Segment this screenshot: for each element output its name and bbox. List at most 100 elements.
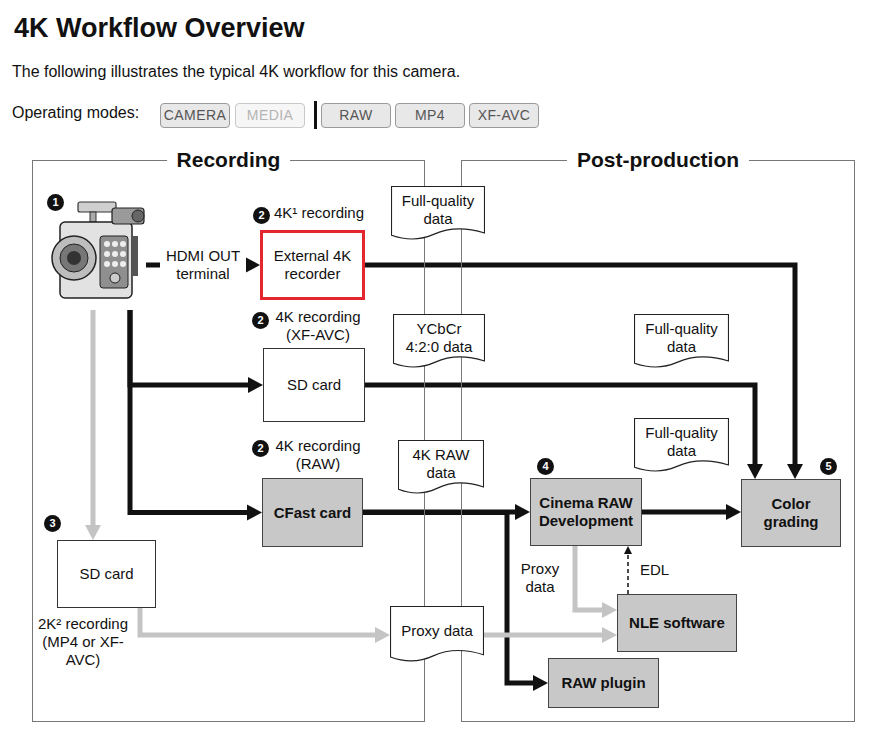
data-document: YCbCr 4:2:0 data xyxy=(393,314,485,370)
callout-number: 4 xyxy=(537,458,554,475)
connector-line xyxy=(365,265,795,466)
process-box: CFast card xyxy=(262,478,363,547)
connector-line xyxy=(91,310,96,527)
node-text: YCbCr 4:2:0 data xyxy=(399,320,479,356)
process-box: NLE software xyxy=(617,594,737,652)
connector-line xyxy=(575,546,604,610)
node-text: SD card xyxy=(287,376,341,394)
edge-label: HDMI OUT terminal xyxy=(160,247,246,283)
recording-label: 4K¹ recording xyxy=(274,204,364,222)
page-title: 4K Workflow Overview xyxy=(14,12,305,44)
recording-label: 4K recording (RAW) xyxy=(268,437,368,473)
arrow-head xyxy=(375,627,390,643)
document-shape xyxy=(634,418,728,471)
connector xyxy=(85,310,101,540)
node-text: SD card xyxy=(79,565,133,583)
callout-number: 1 xyxy=(47,194,64,211)
callout-number: 2 xyxy=(253,207,270,224)
node-text: Proxy data xyxy=(401,622,473,640)
node-text: MEDIA xyxy=(247,107,293,124)
media-box: SD card xyxy=(263,348,365,422)
connector xyxy=(624,546,632,594)
callout-number: 2 xyxy=(252,440,269,457)
connector-line xyxy=(627,552,629,594)
edge-label: Proxy data xyxy=(513,560,567,596)
node-text: RAW plugin xyxy=(561,674,645,692)
document-shape xyxy=(390,606,483,661)
mode-pill: RAW xyxy=(321,103,391,128)
mode-caption: Operating modes: xyxy=(12,103,139,122)
mode-pill: CAMERA xyxy=(160,103,230,128)
node-text: External 4K recorder xyxy=(269,247,356,283)
arrow-head xyxy=(248,377,263,393)
edge-label: EDL xyxy=(638,561,671,579)
arrow-head xyxy=(85,525,101,540)
recorder-box: External 4K recorder xyxy=(260,230,365,300)
region-heading: Recording xyxy=(167,146,291,174)
data-document: Full-quality data xyxy=(634,418,729,474)
data-document: 4K RAW data xyxy=(398,440,484,496)
document-shape xyxy=(393,314,484,367)
node-text: RAW xyxy=(339,107,372,124)
arrow-head xyxy=(624,546,632,554)
node-text: Color grading xyxy=(748,495,834,531)
arrow-head xyxy=(747,464,763,479)
callout-number: 5 xyxy=(820,458,837,475)
arrow-head xyxy=(602,627,617,643)
document-shape xyxy=(634,314,728,367)
connector-line xyxy=(363,513,535,684)
arrow-head xyxy=(726,504,741,520)
recording-label: 4K recording (XF-AVC) xyxy=(268,308,368,344)
arrow-head xyxy=(515,504,530,520)
subtitle: The following illustrates the typical 4K… xyxy=(12,62,460,81)
arrow-head xyxy=(602,602,617,618)
region-panel: Post-productionFull-quality dataFull-qua… xyxy=(461,160,855,722)
arrow-head xyxy=(533,675,548,691)
camera-illustration xyxy=(52,202,144,298)
node-text: Full-quality data xyxy=(640,424,723,460)
connector-line xyxy=(130,310,249,513)
node-text: Full-quality data xyxy=(397,192,479,228)
connector xyxy=(575,546,617,618)
arrow-head xyxy=(787,464,803,479)
process-box: RAW plugin xyxy=(548,658,659,708)
region-heading: Post-production xyxy=(567,146,749,174)
connector-line xyxy=(130,310,250,385)
node-text: Cinema RAW Development xyxy=(537,494,635,530)
data-document: Full-quality data xyxy=(634,314,729,370)
recording-label: 2K² recording (MP4 or XF-AVC) xyxy=(30,615,136,669)
arrow-head xyxy=(245,257,260,273)
connector xyxy=(484,627,617,643)
connector-line xyxy=(642,510,728,515)
node-text: MP4 xyxy=(415,107,445,124)
connector xyxy=(130,310,262,521)
document-shape xyxy=(398,440,483,493)
node-text: XF-AVC xyxy=(478,107,531,124)
callout-number: 2 xyxy=(252,312,269,329)
mode-pill: XF-AVC xyxy=(469,103,539,128)
connector xyxy=(130,310,263,393)
callout-number: 3 xyxy=(44,515,61,532)
process-box: Cinema RAW Development xyxy=(530,478,642,546)
mode-pill: MP4 xyxy=(395,103,465,128)
connector xyxy=(363,513,548,692)
arrow-head xyxy=(247,505,262,521)
data-document: Proxy data xyxy=(390,606,484,664)
node-text: NLE software xyxy=(629,614,725,632)
camera-node: 1 xyxy=(50,196,146,310)
process-box: Color grading xyxy=(741,479,841,547)
mode-pill-disabled: MEDIA xyxy=(235,103,305,128)
node-text: 4K RAW data xyxy=(404,446,478,482)
data-document: Full-quality data xyxy=(391,186,485,242)
media-box: SD card xyxy=(57,540,156,608)
mode-separator xyxy=(314,101,317,129)
connector-line xyxy=(484,633,604,638)
node-text: CFast card xyxy=(274,504,352,522)
document-shape xyxy=(391,186,484,239)
node-text: CAMERA xyxy=(164,107,226,124)
connector-line xyxy=(140,608,377,635)
connector xyxy=(642,504,741,520)
node-text: Full-quality data xyxy=(640,320,723,356)
connector xyxy=(140,608,390,643)
